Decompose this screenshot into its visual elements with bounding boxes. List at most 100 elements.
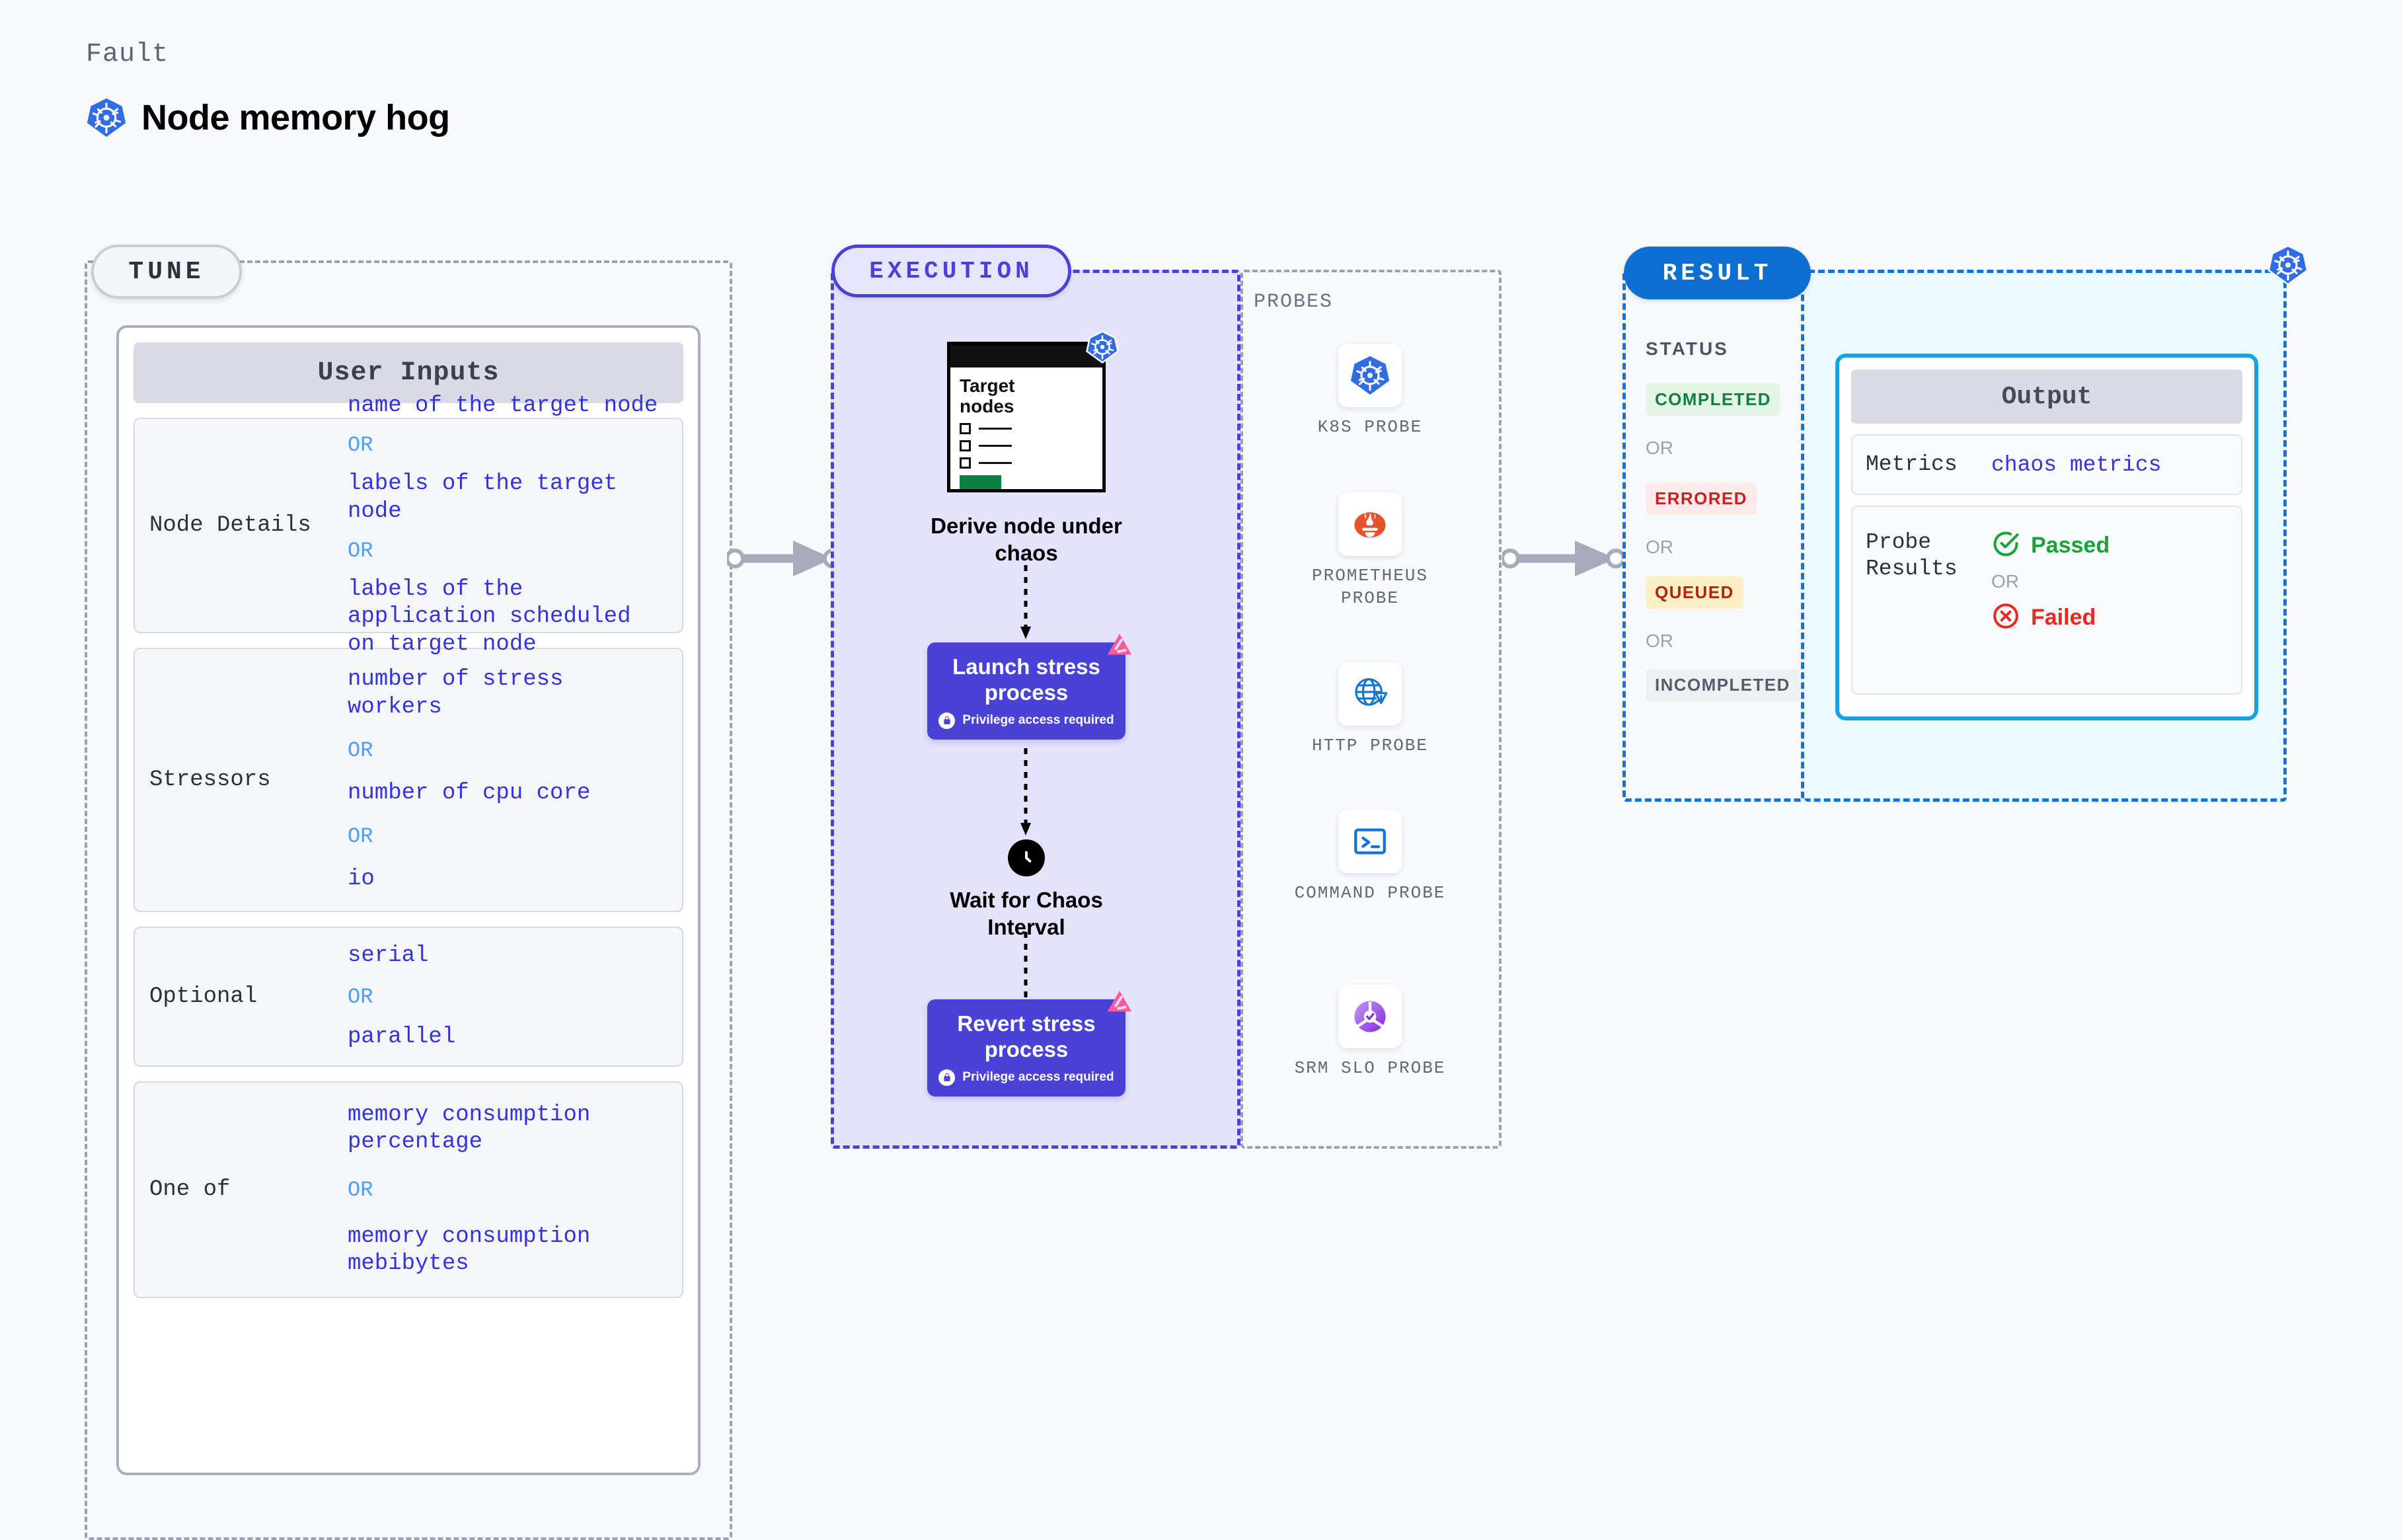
status-label: ERRORED	[1655, 488, 1747, 508]
status-badge-queued: QUEUED	[1646, 576, 1743, 609]
result-section-container	[1622, 270, 1804, 802]
kubernetes-icon	[1086, 330, 1119, 364]
kubernetes-icon	[86, 97, 127, 138]
connector-execution-to-result	[1502, 541, 1626, 576]
target-nodes-card: Target nodes	[947, 330, 1119, 492]
terminal-icon	[1338, 810, 1402, 873]
input-group-label: Node Details	[149, 513, 311, 538]
derive-node-caption: Derive node under chaos	[931, 514, 1122, 565]
input-value: labels of the target node	[348, 471, 618, 524]
revert-stress-process-box[interactable]: Revert stress process Privilege access r…	[927, 990, 1132, 1097]
status-label: COMPLETED	[1655, 389, 1771, 409]
prometheus-icon	[1338, 492, 1402, 556]
input-separator: OR	[348, 1177, 373, 1202]
target-card-list-item	[960, 440, 1093, 451]
fault-title-row: Node memory hog	[86, 97, 450, 138]
arrow-launch-to-wait	[1020, 748, 1031, 835]
launch-stress-title: Launch stress process	[952, 654, 1100, 705]
target-card-list-item	[960, 457, 1093, 469]
status-label: INCOMPLETED	[1655, 675, 1790, 695]
launch-stress-process-box[interactable]: Launch stress process Privilege access r…	[927, 633, 1132, 740]
checkbox-icon	[960, 422, 971, 434]
probe-result-failed: Failed	[1991, 601, 2228, 634]
execution-stage-label: EXECUTION	[869, 257, 1034, 285]
probe-label: K8S PROBE	[1317, 417, 1423, 437]
probe-result-pass-label: Passed	[2031, 533, 2110, 558]
status-separator-label: OR	[1646, 537, 1673, 557]
input-group-one-of: One of memory consumption percentage OR …	[134, 1081, 683, 1298]
fault-eyebrow-label: Fault	[86, 40, 169, 69]
output-card-title: Output	[1851, 369, 2242, 424]
input-value: number of cpu core	[348, 781, 591, 806]
x-circle-icon	[1991, 601, 2020, 634]
probe-item-srm-slo[interactable]: SRM SLO PROBE	[1278, 985, 1463, 1080]
input-group-label: Optional	[149, 984, 258, 1009]
privilege-note-row: Privilege access required	[934, 1069, 1119, 1086]
target-card-body: Target nodes	[950, 367, 1102, 489]
srm-slo-icon	[1338, 985, 1402, 1048]
green-bar	[960, 475, 1001, 489]
tune-stage-pill: TUNE	[91, 245, 242, 299]
probe-label: SRM SLO PROBE	[1294, 1058, 1446, 1078]
checkbox-icon	[960, 440, 971, 451]
status-separator: OR	[1646, 537, 1673, 558]
page-header: Fault Node m	[86, 40, 450, 138]
probe-item-command[interactable]: COMMAND PROBE	[1278, 810, 1463, 905]
clock-icon	[1008, 839, 1045, 876]
probe-item-k8s[interactable]: K8S PROBE	[1278, 344, 1463, 439]
probe-label: PROMETHEUS PROBE	[1311, 566, 1429, 608]
probe-result-separator: OR	[1991, 571, 2019, 592]
list-line	[979, 427, 1012, 430]
arrow-derive-to-launch	[1020, 565, 1031, 639]
output-row-value: chaos metrics	[1991, 452, 2162, 477]
input-separator: OR	[348, 738, 373, 763]
http-globe-warning-icon	[1338, 662, 1402, 726]
status-separator: OR	[1646, 438, 1673, 459]
input-value: name of the target node	[348, 393, 658, 418]
input-group-optional: Optional serial OR parallel	[134, 927, 683, 1067]
input-value: io	[348, 866, 375, 892]
status-separator-label: OR	[1646, 631, 1673, 651]
output-row-metrics: Metrics chaos metrics	[1851, 434, 2242, 495]
litmus-icon	[1104, 989, 1135, 1022]
target-card-title-line2: nodes	[960, 396, 1014, 417]
input-group-node-details: Node Details name of the target node OR …	[134, 393, 683, 657]
lock-icon	[938, 712, 956, 729]
status-title: STATUS	[1646, 338, 1729, 359]
probe-result-fail-label: Failed	[2031, 605, 2096, 630]
input-value: labels of the application scheduled on t…	[348, 577, 631, 657]
input-separator: OR	[348, 433, 373, 458]
probes-title: PROBES	[1254, 291, 1334, 313]
probe-result-passed: Passed	[1991, 529, 2228, 562]
derive-node-step: Derive node under chaos	[921, 502, 1132, 567]
target-card-title-line1: Target	[960, 375, 1015, 396]
probe-label: COMMAND PROBE	[1294, 883, 1446, 903]
target-card-list-item	[960, 422, 1093, 434]
status-badge-incompleted: INCOMPLETED	[1646, 669, 1800, 701]
privilege-note: Privilege access required	[962, 713, 1114, 728]
execution-stage-pill: EXECUTION	[831, 245, 1071, 297]
privilege-note: Privilege access required	[962, 1070, 1114, 1085]
status-separator: OR	[1646, 631, 1673, 652]
status-label: QUEUED	[1655, 582, 1734, 602]
list-line	[979, 444, 1012, 447]
check-circle-icon	[1991, 529, 2020, 562]
result-stage-label: RESULT	[1662, 259, 1773, 287]
kubernetes-icon	[2268, 245, 2308, 286]
probe-label: HTTP PROBE	[1311, 736, 1429, 755]
input-group-label: Stressors	[149, 767, 271, 792]
user-inputs-title: User Inputs	[134, 342, 683, 403]
input-separator: OR	[348, 984, 373, 1009]
target-card-title: Target nodes	[960, 375, 1093, 417]
connector-tune-to-execution	[727, 541, 843, 576]
litmus-icon	[1104, 632, 1135, 666]
kubernetes-icon	[1338, 344, 1402, 407]
probe-item-http[interactable]: HTTP PROBE	[1278, 662, 1463, 757]
privilege-note-row: Privilege access required	[934, 712, 1119, 729]
target-card-titlebar	[950, 345, 1102, 367]
tune-stage-label: TUNE	[128, 257, 205, 286]
probe-item-prometheus[interactable]: PROMETHEUS PROBE	[1278, 492, 1463, 610]
lock-icon	[938, 1069, 956, 1086]
